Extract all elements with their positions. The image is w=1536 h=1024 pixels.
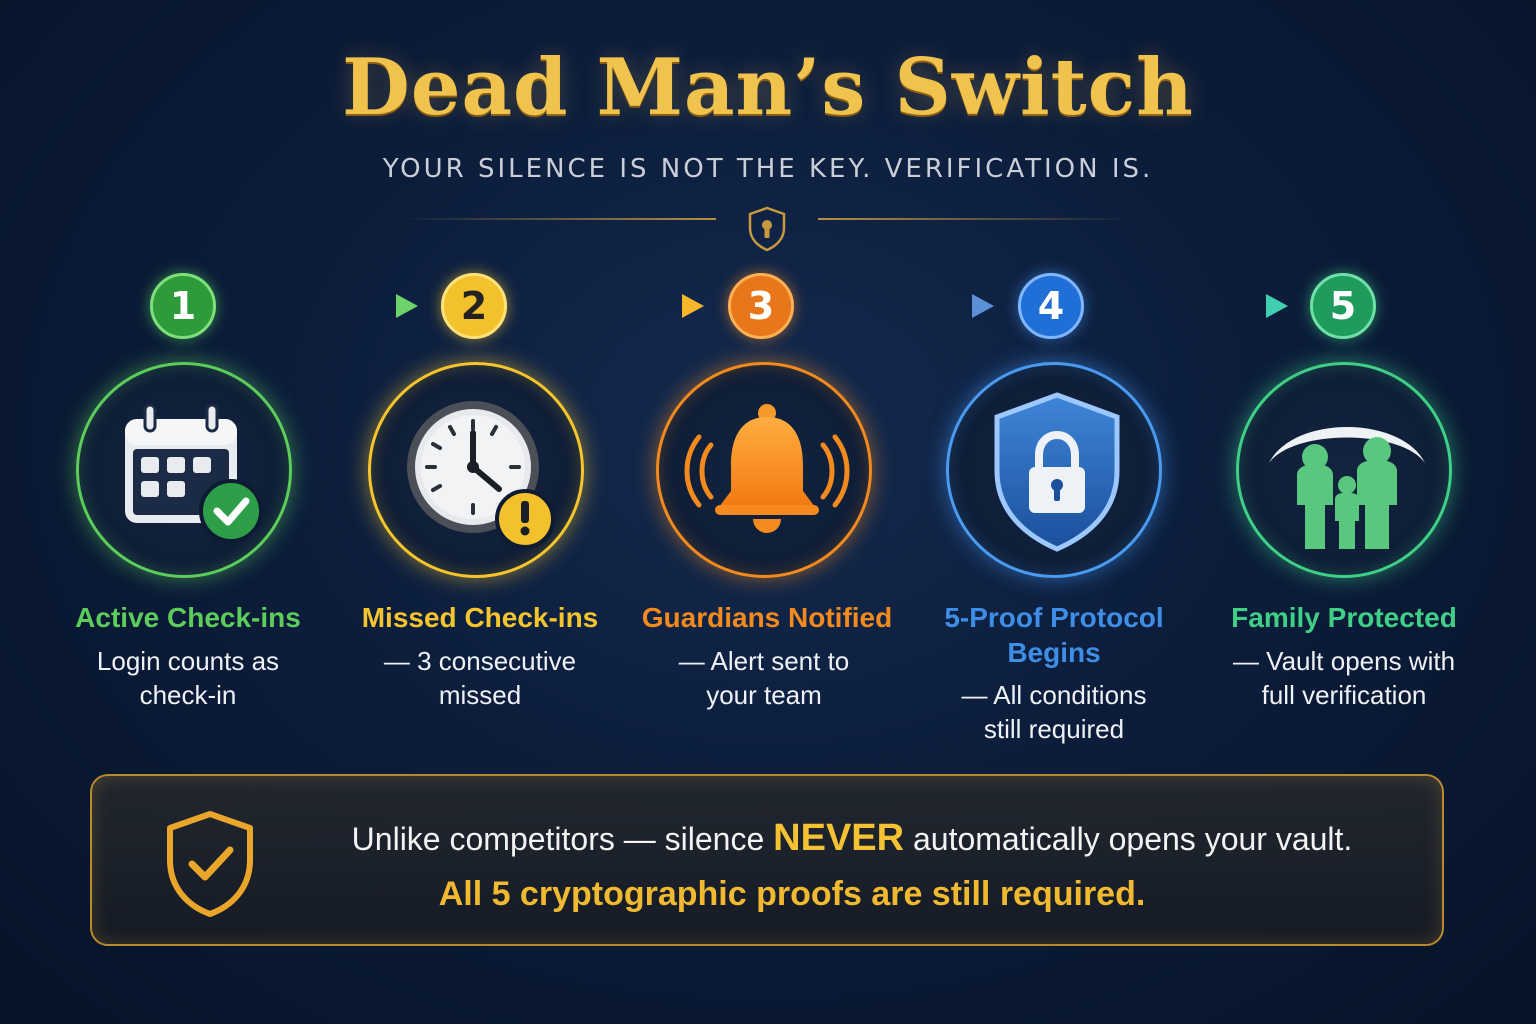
calendar-check-icon <box>125 403 263 543</box>
step-2-badge: 2 <box>441 273 507 339</box>
callout-emphasis: NEVER <box>773 817 905 859</box>
step-4-ring <box>946 362 1162 578</box>
connector-2-3 <box>510 294 704 318</box>
callout-requirement: All 5 cryptographic proofs are still req… <box>438 875 1146 913</box>
step-5-desc-line1: — Vault opens with <box>1232 646 1456 676</box>
divider-left <box>404 218 716 220</box>
connector-1-2 <box>218 294 418 318</box>
page-title: Dead Man’s Switch <box>342 42 1194 133</box>
step-5-desc-line2: full verification <box>1261 680 1427 710</box>
step-3-ring <box>656 362 872 578</box>
step-4-badge: 4 <box>1018 273 1084 339</box>
clock-warning-icon <box>407 401 555 549</box>
bell-alert-icon <box>684 404 850 533</box>
step-3-desc-line1: — Alert sent to <box>678 646 850 676</box>
family-icon <box>1269 427 1425 549</box>
shield-check-icon <box>167 811 253 917</box>
callout-text-after: automatically opens your vault. <box>904 821 1353 857</box>
step-1-title: Active Check-ins <box>75 602 301 633</box>
connector-3-4 <box>798 294 994 318</box>
shield-lock-icon <box>994 392 1120 552</box>
step-2-ring <box>368 362 584 578</box>
callout-panel: Unlike competitors — silence NEVER autom… <box>90 774 1444 946</box>
step-3-title: Guardians Notified <box>641 602 893 633</box>
step-1-badge: 1 <box>150 273 216 339</box>
step-4-title-line1: 5-Proof Protocol <box>944 602 1164 633</box>
page-subtitle: YOUR SILENCE IS NOT THE KEY. VERIFICATIO… <box>382 154 1154 184</box>
connector-4-5 <box>1088 294 1288 318</box>
step-1-desc-line1: Login counts as <box>96 646 280 676</box>
step-2-desc-line1: — 3 consecutive <box>383 646 577 676</box>
step-1-ring <box>76 362 292 578</box>
shield-keyhole-icon <box>748 206 786 252</box>
step-4-desc-line1: — All conditions <box>961 680 1147 710</box>
step-3-desc-line2: your team <box>706 680 822 710</box>
step-5-title: Family Protected <box>1231 602 1457 633</box>
step-4-title-line2: Begins <box>1007 637 1101 668</box>
step-2-title: Missed Check-ins <box>361 602 599 633</box>
step-5-ring <box>1236 362 1452 578</box>
step-1-desc-line2: check-in <box>139 680 237 710</box>
step-3-badge: 3 <box>728 273 794 339</box>
callout-text-before: Unlike competitors — silence <box>351 821 774 857</box>
step-5-badge: 5 <box>1310 273 1376 339</box>
callout-statement: Unlike competitors — silence NEVER autom… <box>292 814 1412 863</box>
step-4-desc-line2: still required <box>983 714 1125 744</box>
step-2-desc-line2: missed <box>438 680 522 710</box>
divider-right <box>818 218 1130 220</box>
